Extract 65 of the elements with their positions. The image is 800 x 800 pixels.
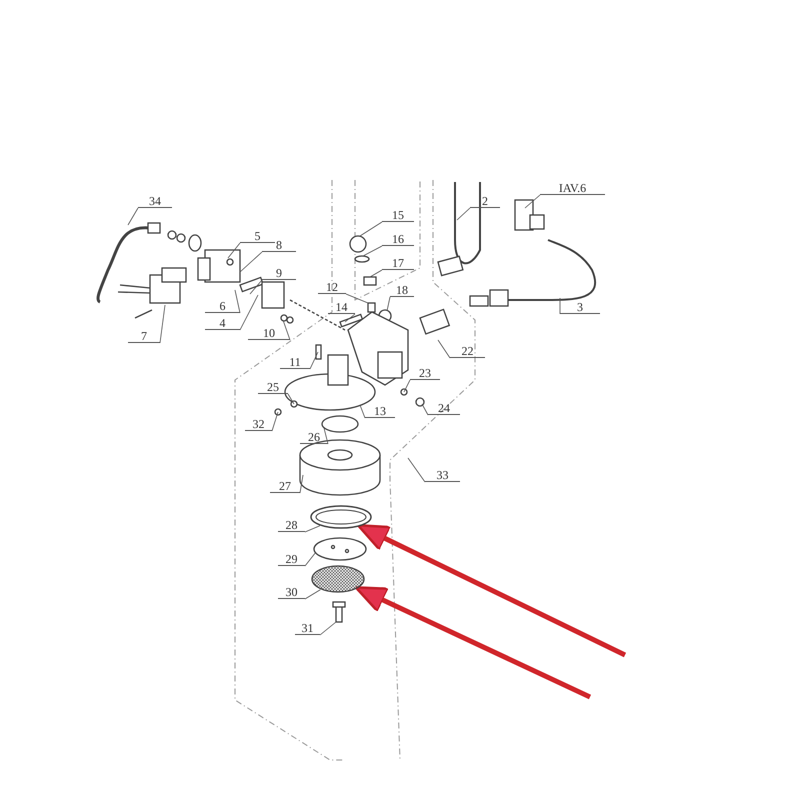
leader-line	[228, 242, 240, 258]
leader-line	[408, 458, 426, 482]
leader-line	[250, 280, 262, 294]
callout-number: 11	[280, 356, 310, 369]
callout-number: 26	[300, 431, 328, 444]
callout-number: 28	[278, 519, 305, 532]
leader-line	[360, 404, 366, 418]
gasket-ring	[310, 505, 372, 529]
arrow	[356, 524, 626, 658]
callout-number: 9	[262, 267, 296, 280]
leader-line	[346, 294, 368, 304]
leader-line	[320, 622, 336, 636]
arrow	[354, 586, 592, 700]
callout-number: 14	[328, 301, 355, 314]
leader-line	[524, 194, 540, 208]
callout-number: 7	[128, 330, 160, 343]
callout-number: 4	[205, 317, 240, 330]
callout-number: 30	[278, 586, 305, 599]
leader-line	[300, 474, 304, 494]
callout-number: 6	[205, 300, 240, 313]
callout-number: 23	[410, 367, 440, 380]
leader-line	[160, 304, 166, 344]
leader-line	[386, 296, 390, 312]
leader-line	[362, 246, 382, 256]
callout-number: 25	[258, 381, 288, 394]
callout-number: 31	[295, 622, 320, 635]
callout-number: IAV.6	[540, 182, 605, 195]
callout-number: 5	[240, 230, 275, 243]
callout-number: 18	[390, 284, 414, 297]
callout-number: 32	[245, 418, 272, 431]
callout-number: 15	[382, 209, 414, 222]
callout-number: 3	[560, 301, 600, 314]
callout-number: 24	[428, 402, 460, 415]
leader-line	[360, 222, 382, 236]
leader-line	[422, 404, 428, 416]
callout-number: 13	[365, 405, 395, 418]
callout-number: 34	[138, 195, 172, 208]
callout-number: 16	[382, 233, 414, 246]
callout-number: 29	[278, 553, 305, 566]
callout-number: 12	[318, 281, 346, 294]
leader-line	[404, 380, 410, 392]
leader-line	[304, 525, 320, 532]
leader-line	[234, 290, 240, 314]
leader-line	[304, 552, 316, 566]
leader-line	[282, 320, 290, 340]
leader-line	[288, 394, 294, 404]
mesh-screen	[311, 565, 365, 593]
callout-number: 10	[248, 327, 290, 340]
leader-line	[272, 412, 278, 432]
callout-number: 27	[270, 480, 300, 493]
leader-line	[456, 208, 470, 220]
leader-line	[310, 352, 318, 370]
leader-line	[240, 252, 262, 272]
leader-line	[128, 208, 138, 226]
callout-number: 17	[382, 257, 414, 270]
callout-number: 2	[470, 195, 500, 208]
leader-line	[304, 589, 321, 600]
leader-line	[370, 270, 382, 278]
callout-number: 33	[425, 469, 460, 482]
leader-line	[344, 314, 356, 322]
leader-line	[438, 340, 450, 358]
callout-number: 22	[450, 345, 485, 358]
callout-number: 8	[262, 239, 296, 252]
leader-line	[324, 428, 328, 444]
leader-line	[240, 294, 258, 330]
